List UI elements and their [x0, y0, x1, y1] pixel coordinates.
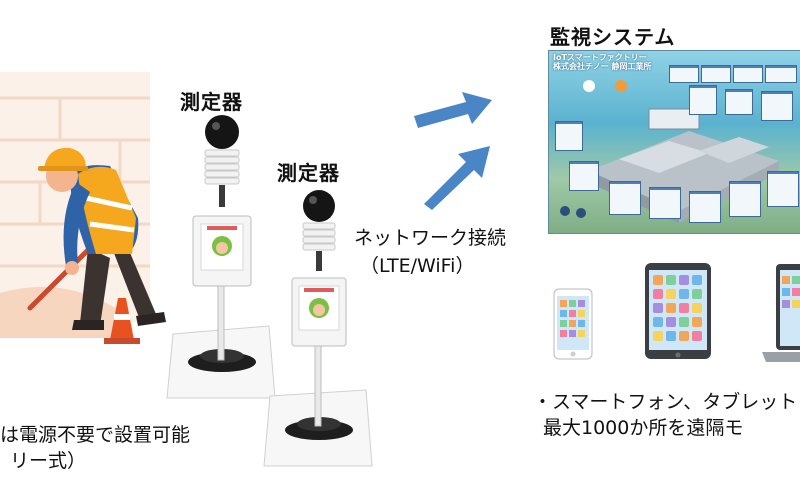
- right-caption-line-1: ・スマートフォン、タブレット: [533, 391, 798, 413]
- globe-sensor-icon: [303, 190, 335, 222]
- helmet-icon: [40, 147, 86, 170]
- right-caption-line-2: 最大1000か所を遠隔モ: [543, 417, 744, 439]
- network-type-label: （LTE/WiFi）: [360, 255, 475, 277]
- left-caption-line-2: リー式）: [10, 450, 87, 472]
- measuring-device-1: [166, 115, 276, 399]
- device-label-1: 測定器: [180, 90, 243, 114]
- device-label-2: 測定器: [277, 161, 340, 185]
- measuring-device-2: [263, 190, 373, 467]
- network-arrows: [414, 92, 492, 210]
- monitoring-system-title: 監視システム: [550, 25, 676, 49]
- globe-sensor-icon: [205, 115, 239, 149]
- arrow-up-right-icon: [424, 146, 490, 210]
- tablet-icon: [645, 263, 711, 359]
- network-connection-label: ネットワーク接続: [354, 227, 507, 249]
- monitoring-dashboard-screenshot: IoTスマートファクトリー 株式会社チノー 静岡工業所: [548, 50, 800, 234]
- safety-vest: [78, 166, 136, 254]
- laptop-icon: [762, 264, 800, 362]
- left-caption-line-1: は電源不要で設置可能: [0, 424, 191, 446]
- worker-illustration: [0, 72, 166, 344]
- traffic-cone-icon: [104, 298, 140, 344]
- smartphone-icon: [553, 288, 593, 360]
- arrow-up-right-icon: [414, 92, 492, 128]
- dashboard-title: IoTスマートファクトリー 株式会社チノー 静岡工業所: [553, 53, 652, 71]
